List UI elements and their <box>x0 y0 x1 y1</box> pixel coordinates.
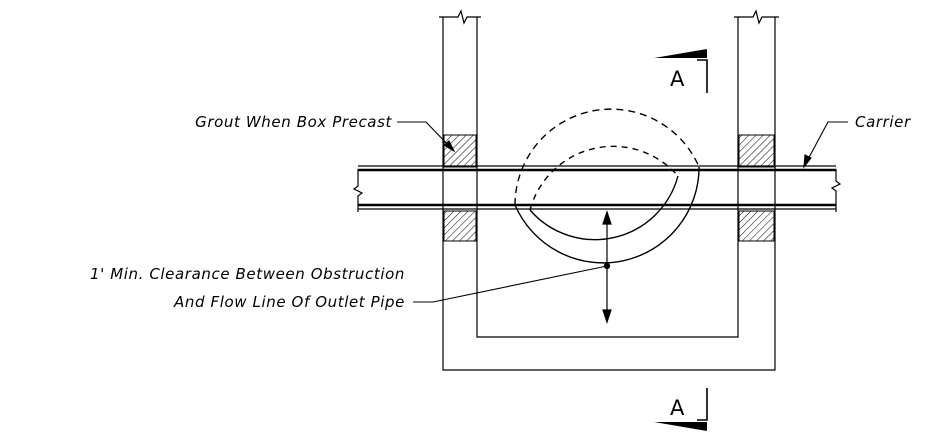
section-marker-bottom-label: A <box>670 396 685 420</box>
section-marker-top-label: A <box>670 67 685 91</box>
clearance-dimension <box>602 210 612 324</box>
outlet-pipe <box>514 108 700 264</box>
carrier-label: Carrier <box>855 113 911 131</box>
carrier-pipe <box>358 165 836 210</box>
box-structure <box>442 17 776 371</box>
leader-lines <box>397 121 848 303</box>
break-lines <box>352 9 842 212</box>
section-marker-bottom: A <box>654 388 708 431</box>
grout-hatching <box>443 134 775 242</box>
clearance-label-line1: 1' Min. Clearance Between Obstruction <box>90 265 405 283</box>
section-marker-top: A <box>654 49 708 93</box>
grout-label: Grout When Box Precast <box>195 113 392 131</box>
clearance-label-line2: And Flow Line Of Outlet Pipe <box>173 293 405 311</box>
